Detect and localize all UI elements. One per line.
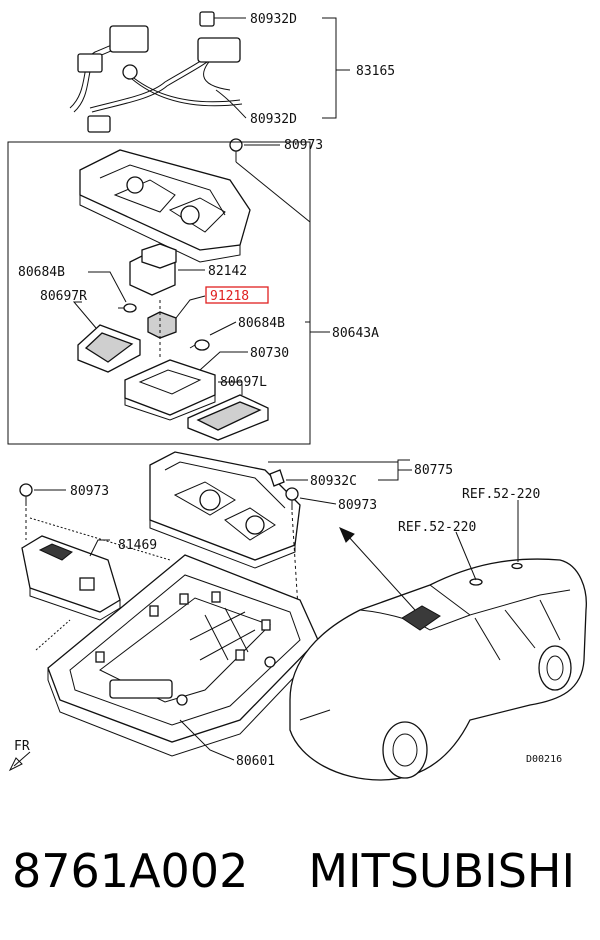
location-arrow-icon xyxy=(339,527,416,611)
label-fr: FR xyxy=(14,739,30,754)
assembly-box xyxy=(7,141,311,445)
label-80775: 80775 xyxy=(414,463,453,478)
label-ref-52-220-right: REF.52-220 xyxy=(462,487,540,502)
label-80973-top: 80973 xyxy=(284,138,323,153)
brand-name: MITSUBISHI xyxy=(308,844,576,898)
label-80730: 80730 xyxy=(250,346,289,361)
wire-harness-drawing xyxy=(69,11,243,133)
label-80932C: 80932C xyxy=(310,474,357,489)
highlight-box-91218 xyxy=(205,286,269,304)
lens-80697L xyxy=(187,394,269,441)
screw-80973-right xyxy=(285,487,299,510)
module-81469 xyxy=(21,535,121,621)
label-80973-right: 80973 xyxy=(338,498,377,513)
bulb-80684B-left xyxy=(118,303,137,313)
console-80601 xyxy=(47,554,319,757)
switch-82142 xyxy=(129,243,177,296)
front-arrow-icon xyxy=(8,751,31,772)
label-80601: 80601 xyxy=(236,754,275,769)
label-80973-left: 80973 xyxy=(70,484,109,499)
label-80932D-bottom: 80932D xyxy=(250,112,297,127)
label-80643A: 80643A xyxy=(332,326,379,341)
clip-80932C xyxy=(269,469,285,487)
label-80932D-top: 80932D xyxy=(250,12,297,27)
vehicle-outline xyxy=(289,558,587,781)
parts-diagram: 80932D 83165 80932D 80973 82142 80684B 9… xyxy=(7,11,587,781)
label-80684B-right: 80684B xyxy=(238,316,285,331)
base-80730 xyxy=(124,359,216,421)
label-81469: 81469 xyxy=(118,538,157,553)
bulb-80684B-right xyxy=(189,339,210,351)
label-83165: 83165 xyxy=(356,64,395,79)
label-82142: 82142 xyxy=(208,264,247,279)
bracket-80775 xyxy=(149,451,301,569)
label-80697R: 80697R xyxy=(40,289,87,304)
caption-bar: 8761A002 MITSUBISHI xyxy=(0,826,600,916)
part-number: 8761A002 xyxy=(12,844,249,898)
label-ref-52-220-left: REF.52-220 xyxy=(398,520,476,535)
lens-80697R xyxy=(77,324,141,373)
diagram-code: D00216 xyxy=(526,754,562,765)
screw-80973-left xyxy=(19,483,33,506)
socket-91218 xyxy=(147,311,177,339)
label-80684B-left: 80684B xyxy=(18,265,65,280)
map-lamp-housing xyxy=(79,149,251,263)
label-91218: 91218 xyxy=(210,289,249,304)
label-80697L: 80697L xyxy=(220,375,267,390)
